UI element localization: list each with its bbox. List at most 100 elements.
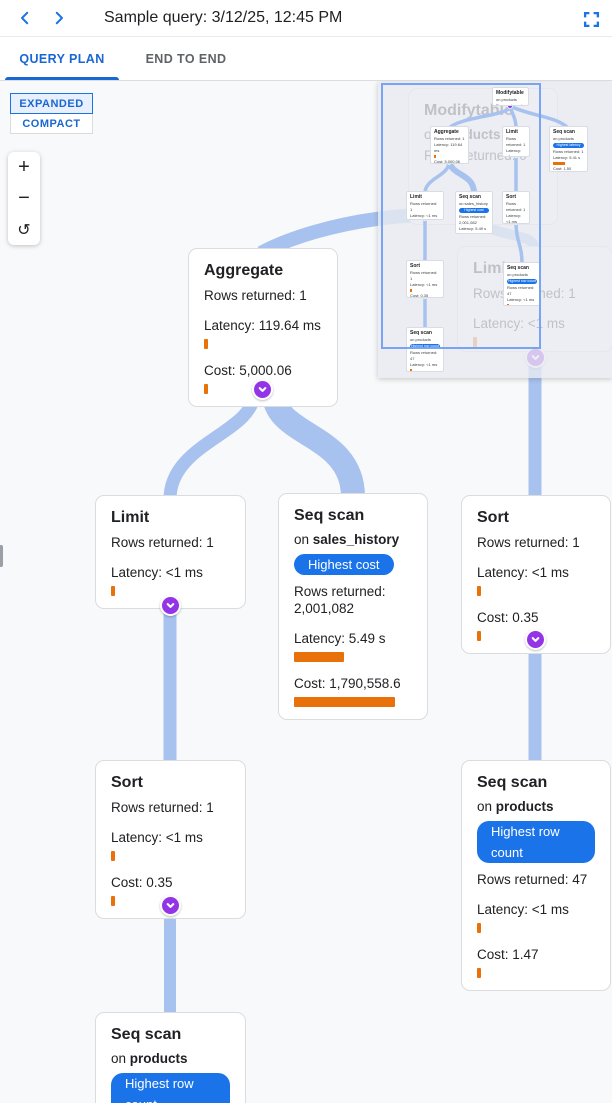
node-rows-returned: Rows returned: 2,001,082 bbox=[294, 584, 386, 616]
node-table-label: on products bbox=[111, 1051, 188, 1066]
minimap-node-title: Aggregate bbox=[434, 129, 459, 135]
minimap-node-table: on products bbox=[496, 97, 517, 102]
minimap-node-latency: Latency: <1 ms bbox=[506, 148, 522, 157]
minimap-node-latency: Latency: 5.41 s bbox=[553, 155, 581, 160]
minimap-node-rows: Rows returned: 2,001,082 bbox=[459, 214, 487, 225]
zoom-out-icon[interactable]: − bbox=[18, 187, 30, 209]
view-mode-toggle: EXPANDED COMPACT bbox=[10, 93, 93, 134]
node-cost: Cost: 5,000.06 bbox=[204, 363, 292, 378]
minimap-latency-bar bbox=[507, 304, 509, 305]
node-latency: Latency: 5.49 s bbox=[294, 631, 386, 646]
node-highlight-badge: Highest cost bbox=[294, 554, 394, 575]
minimap-node-rows: Rows returned: 1 bbox=[434, 136, 465, 141]
minimap-latency-bar bbox=[434, 155, 436, 158]
node-table-label: on products bbox=[477, 799, 554, 814]
cost-bar bbox=[477, 631, 481, 641]
latency-bar bbox=[294, 652, 344, 662]
node-highlight-badge: Highest row count bbox=[111, 1073, 230, 1103]
minimap-node-rows: Rows returned: 1 bbox=[506, 136, 526, 147]
cost-bar bbox=[477, 968, 481, 978]
node-cost: Cost: 0.35 bbox=[111, 875, 173, 890]
node-title: Sort bbox=[111, 774, 143, 791]
latency-bar bbox=[477, 923, 481, 933]
node-latency: Latency: <1 ms bbox=[111, 830, 203, 845]
collapse-chevron-icon[interactable] bbox=[159, 594, 181, 616]
back-chevron-icon[interactable] bbox=[8, 3, 42, 33]
cost-bar bbox=[294, 697, 395, 707]
node-title: Aggregate bbox=[204, 262, 284, 279]
tab-query-plan[interactable]: QUERY PLAN bbox=[0, 37, 124, 80]
minimap-node-badge: Highest latency bbox=[553, 143, 584, 148]
minimap-latency-bar bbox=[410, 369, 412, 371]
reset-zoom-icon[interactable]: ↺ bbox=[17, 221, 31, 239]
minimap-node-latency: Latency: <1 ms bbox=[410, 282, 438, 287]
minimap-node-badge: Highest row count bbox=[507, 279, 537, 284]
minimap-latency-bar bbox=[410, 289, 412, 292]
minimap-node-title: Limit bbox=[410, 194, 422, 200]
cost-bar bbox=[111, 896, 115, 906]
minimap-node-title: Seq scan bbox=[410, 330, 432, 336]
collapse-chevron-icon[interactable] bbox=[159, 894, 181, 916]
minimap-node-title: Limit bbox=[506, 129, 518, 135]
node-rows-returned: Rows returned: 47 bbox=[477, 872, 588, 887]
minimap-node-latency: Latency: <1 ms bbox=[410, 213, 438, 218]
minimap-node-title: Seq scan bbox=[507, 265, 529, 271]
minimap-node-table: on products bbox=[410, 337, 431, 342]
node-cost: Cost: 1,790,558.6 bbox=[294, 676, 401, 691]
zoom-in-icon[interactable]: + bbox=[18, 156, 30, 178]
latency-bar bbox=[111, 586, 115, 596]
collapse-chevron-icon[interactable] bbox=[524, 628, 546, 650]
minimap-node-title: Seq scan bbox=[459, 194, 481, 200]
tab-end-to-end[interactable]: END TO END bbox=[145, 51, 227, 66]
minimap-node-title: Sort bbox=[410, 263, 420, 269]
page-title: Sample query: 3/12/25, 12:45 PM bbox=[104, 9, 343, 26]
minimap-node-cost: Cost: 1.50 bbox=[553, 165, 572, 171]
node-cost: Cost: 0.35 bbox=[477, 610, 539, 625]
resize-handle[interactable] bbox=[0, 545, 3, 567]
minimap-node-cost: Cost: 5,000.06 bbox=[434, 158, 461, 164]
node-rows-returned: Rows returned: 1 bbox=[111, 800, 214, 815]
node-latency: Latency: 119.64 ms bbox=[204, 318, 321, 333]
minimap-node-latency: Latency: 5.49 s bbox=[459, 226, 487, 231]
minimap-node-rows: Rows returned: 1 bbox=[553, 149, 584, 154]
minimap-node-table: on products bbox=[553, 136, 574, 141]
minimap-node-rows: Rows returned: 47 bbox=[410, 350, 438, 361]
collapse-chevron-icon[interactable] bbox=[251, 378, 273, 400]
minimap-node-rows: Rows returned: 1 bbox=[410, 270, 438, 281]
node-cost: Cost: 1.47 bbox=[477, 947, 539, 962]
node-highlight-badge: Highest row count bbox=[477, 821, 595, 863]
node-latency: Latency: <1 ms bbox=[477, 902, 569, 917]
minimap-latency-bar bbox=[553, 162, 565, 165]
latency-bar bbox=[111, 851, 115, 861]
minimap-node-title: Modifytable bbox=[496, 90, 524, 96]
minimap-node-title: Sort bbox=[506, 194, 516, 200]
latency-bar bbox=[204, 339, 208, 349]
node-latency: Latency: <1 ms bbox=[477, 565, 569, 580]
fullscreen-icon[interactable] bbox=[580, 8, 602, 30]
forward-chevron-icon[interactable] bbox=[42, 3, 76, 33]
compact-button[interactable]: COMPACT bbox=[10, 113, 93, 134]
expanded-button[interactable]: EXPANDED bbox=[10, 93, 93, 114]
node-title: Seq scan bbox=[294, 507, 365, 524]
minimap-viewport[interactable] bbox=[381, 83, 541, 349]
node-title: Seq scan bbox=[477, 774, 548, 791]
minimap-node-title: Seq scan bbox=[553, 129, 575, 135]
minimap-node-latency: Latency: <1 ms bbox=[506, 213, 522, 224]
